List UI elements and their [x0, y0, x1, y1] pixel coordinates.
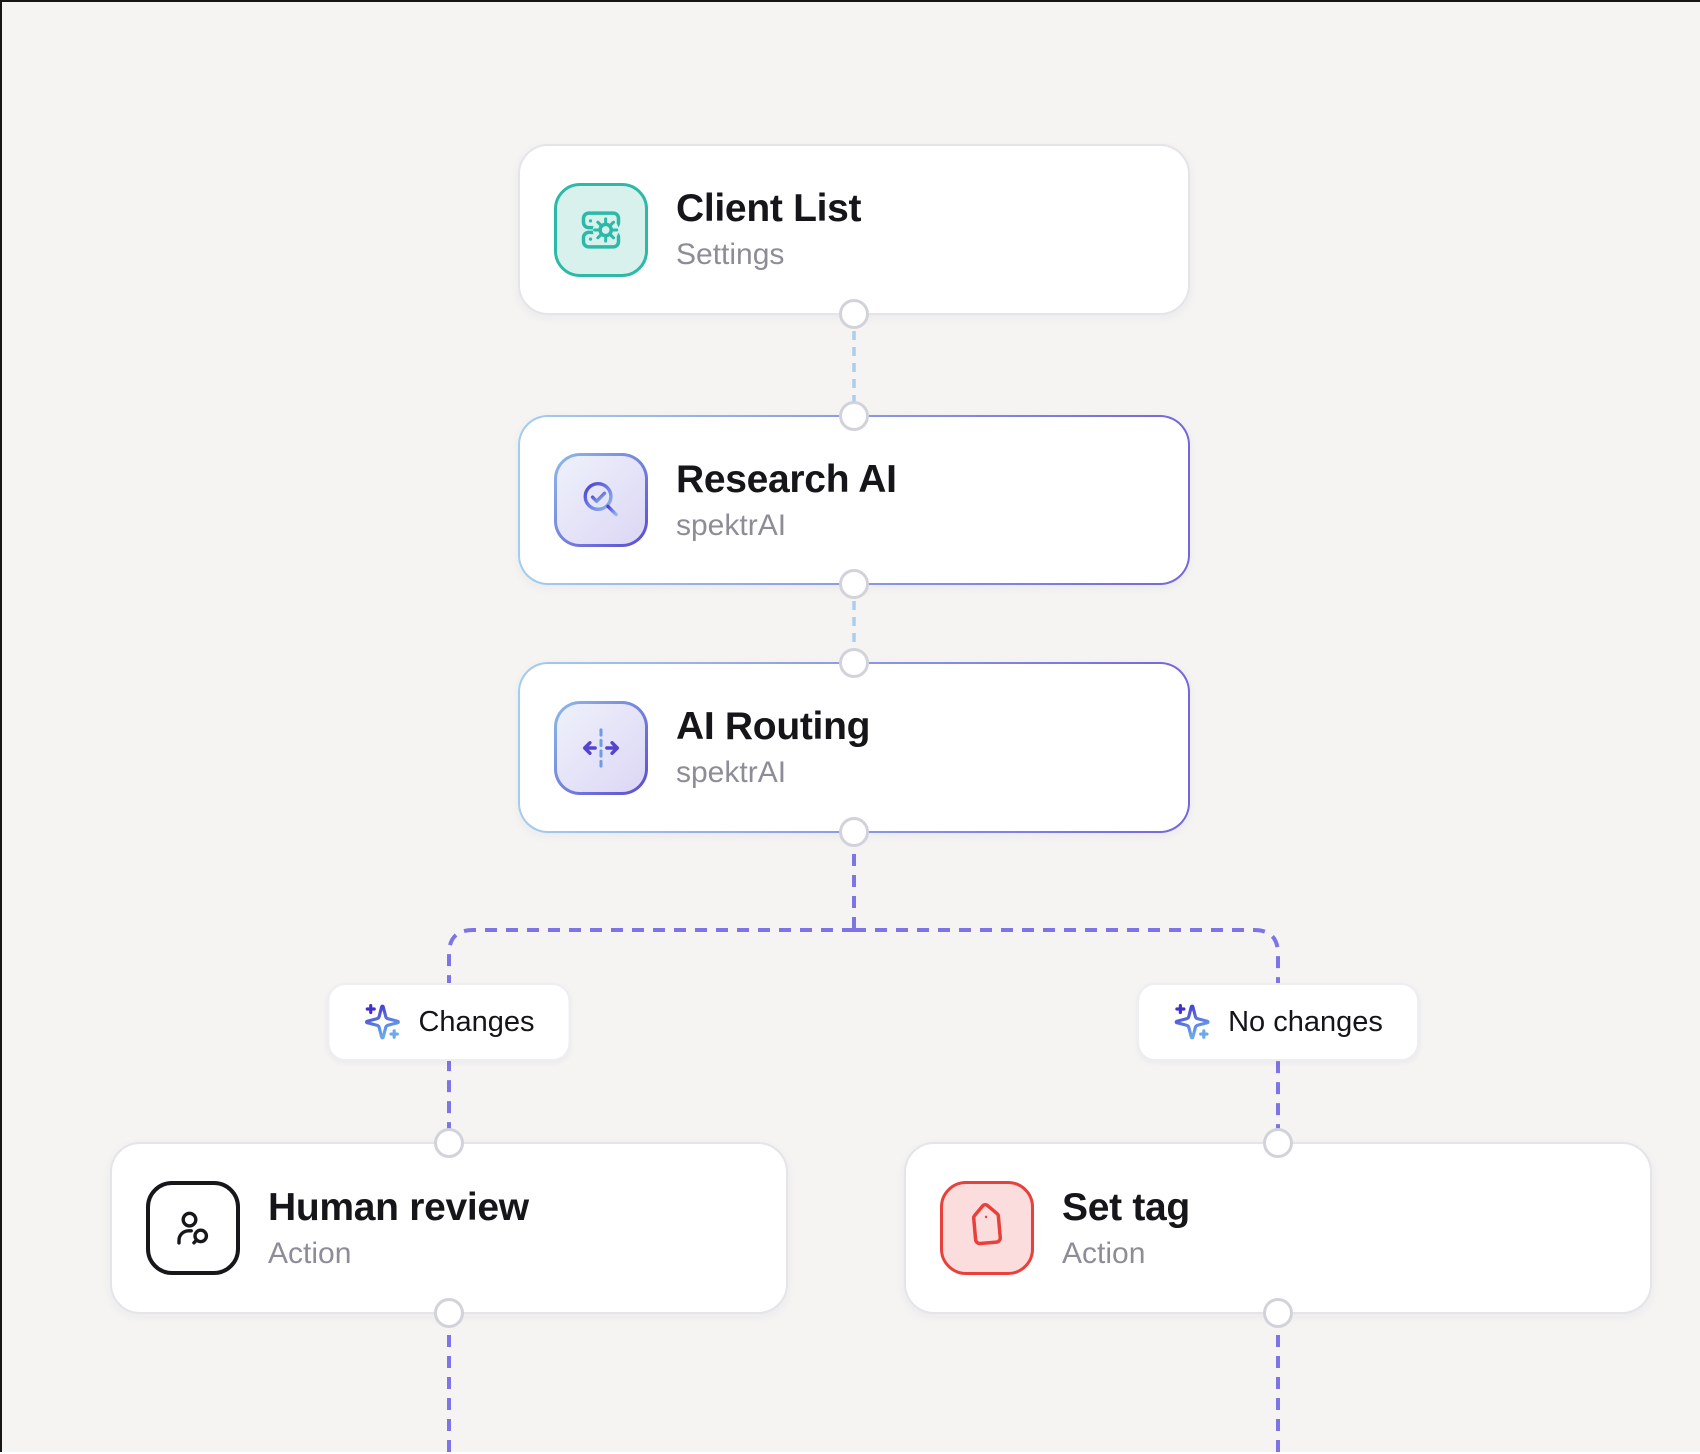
node-title: Client List [676, 187, 862, 230]
connector-port-top[interactable] [839, 648, 869, 678]
branch-label-text: Changes [418, 1005, 535, 1038]
node-title: Human review [268, 1185, 529, 1229]
search-check-icon [554, 453, 648, 547]
connector-port-bottom[interactable] [839, 569, 869, 599]
node-ai-routing[interactable]: AI Routing spektrAI [518, 648, 1190, 847]
node-research-ai[interactable]: Research AI spektrAI [518, 401, 1190, 599]
node-client-list[interactable]: Client List Settings [518, 144, 1190, 329]
node-subtitle: Action [1062, 1236, 1146, 1270]
connector-port-bottom[interactable] [1263, 1298, 1293, 1328]
node-title: AI Routing [676, 705, 871, 748]
connector-port-bottom[interactable] [839, 817, 869, 847]
branch-label-text: No changes [1228, 1005, 1383, 1038]
branch-label-no-changes[interactable]: No changes [1137, 983, 1419, 1061]
connector-port-top[interactable] [1263, 1128, 1293, 1158]
node-title: Research AI [676, 457, 897, 501]
user-search-icon [146, 1181, 240, 1275]
connector-port-bottom[interactable] [434, 1298, 464, 1328]
tag-icon [940, 1181, 1034, 1275]
connector-port-bottom[interactable] [839, 299, 869, 329]
wire-branch-changes [447, 928, 854, 1142]
node-subtitle: spektrAI [676, 756, 787, 789]
node-set-tag[interactable]: Set tag Action [904, 1128, 1652, 1328]
node-subtitle: spektrAI [676, 508, 787, 542]
branch-label-changes[interactable]: Changes [327, 983, 571, 1061]
grid-gear-icon [554, 182, 648, 277]
connector-port-top[interactable] [434, 1128, 464, 1158]
sparkles-icon [365, 1003, 400, 1040]
node-subtitle: Action [268, 1236, 352, 1270]
sparkles-icon [1174, 1003, 1210, 1040]
wire-branch-no-changes [854, 928, 1280, 1142]
route-split-icon [554, 700, 648, 795]
node-title: Set tag [1062, 1185, 1190, 1229]
node-subtitle: Settings [676, 238, 785, 271]
connector-port-top[interactable] [839, 401, 869, 431]
node-human-review[interactable]: Human review Action [110, 1128, 788, 1328]
